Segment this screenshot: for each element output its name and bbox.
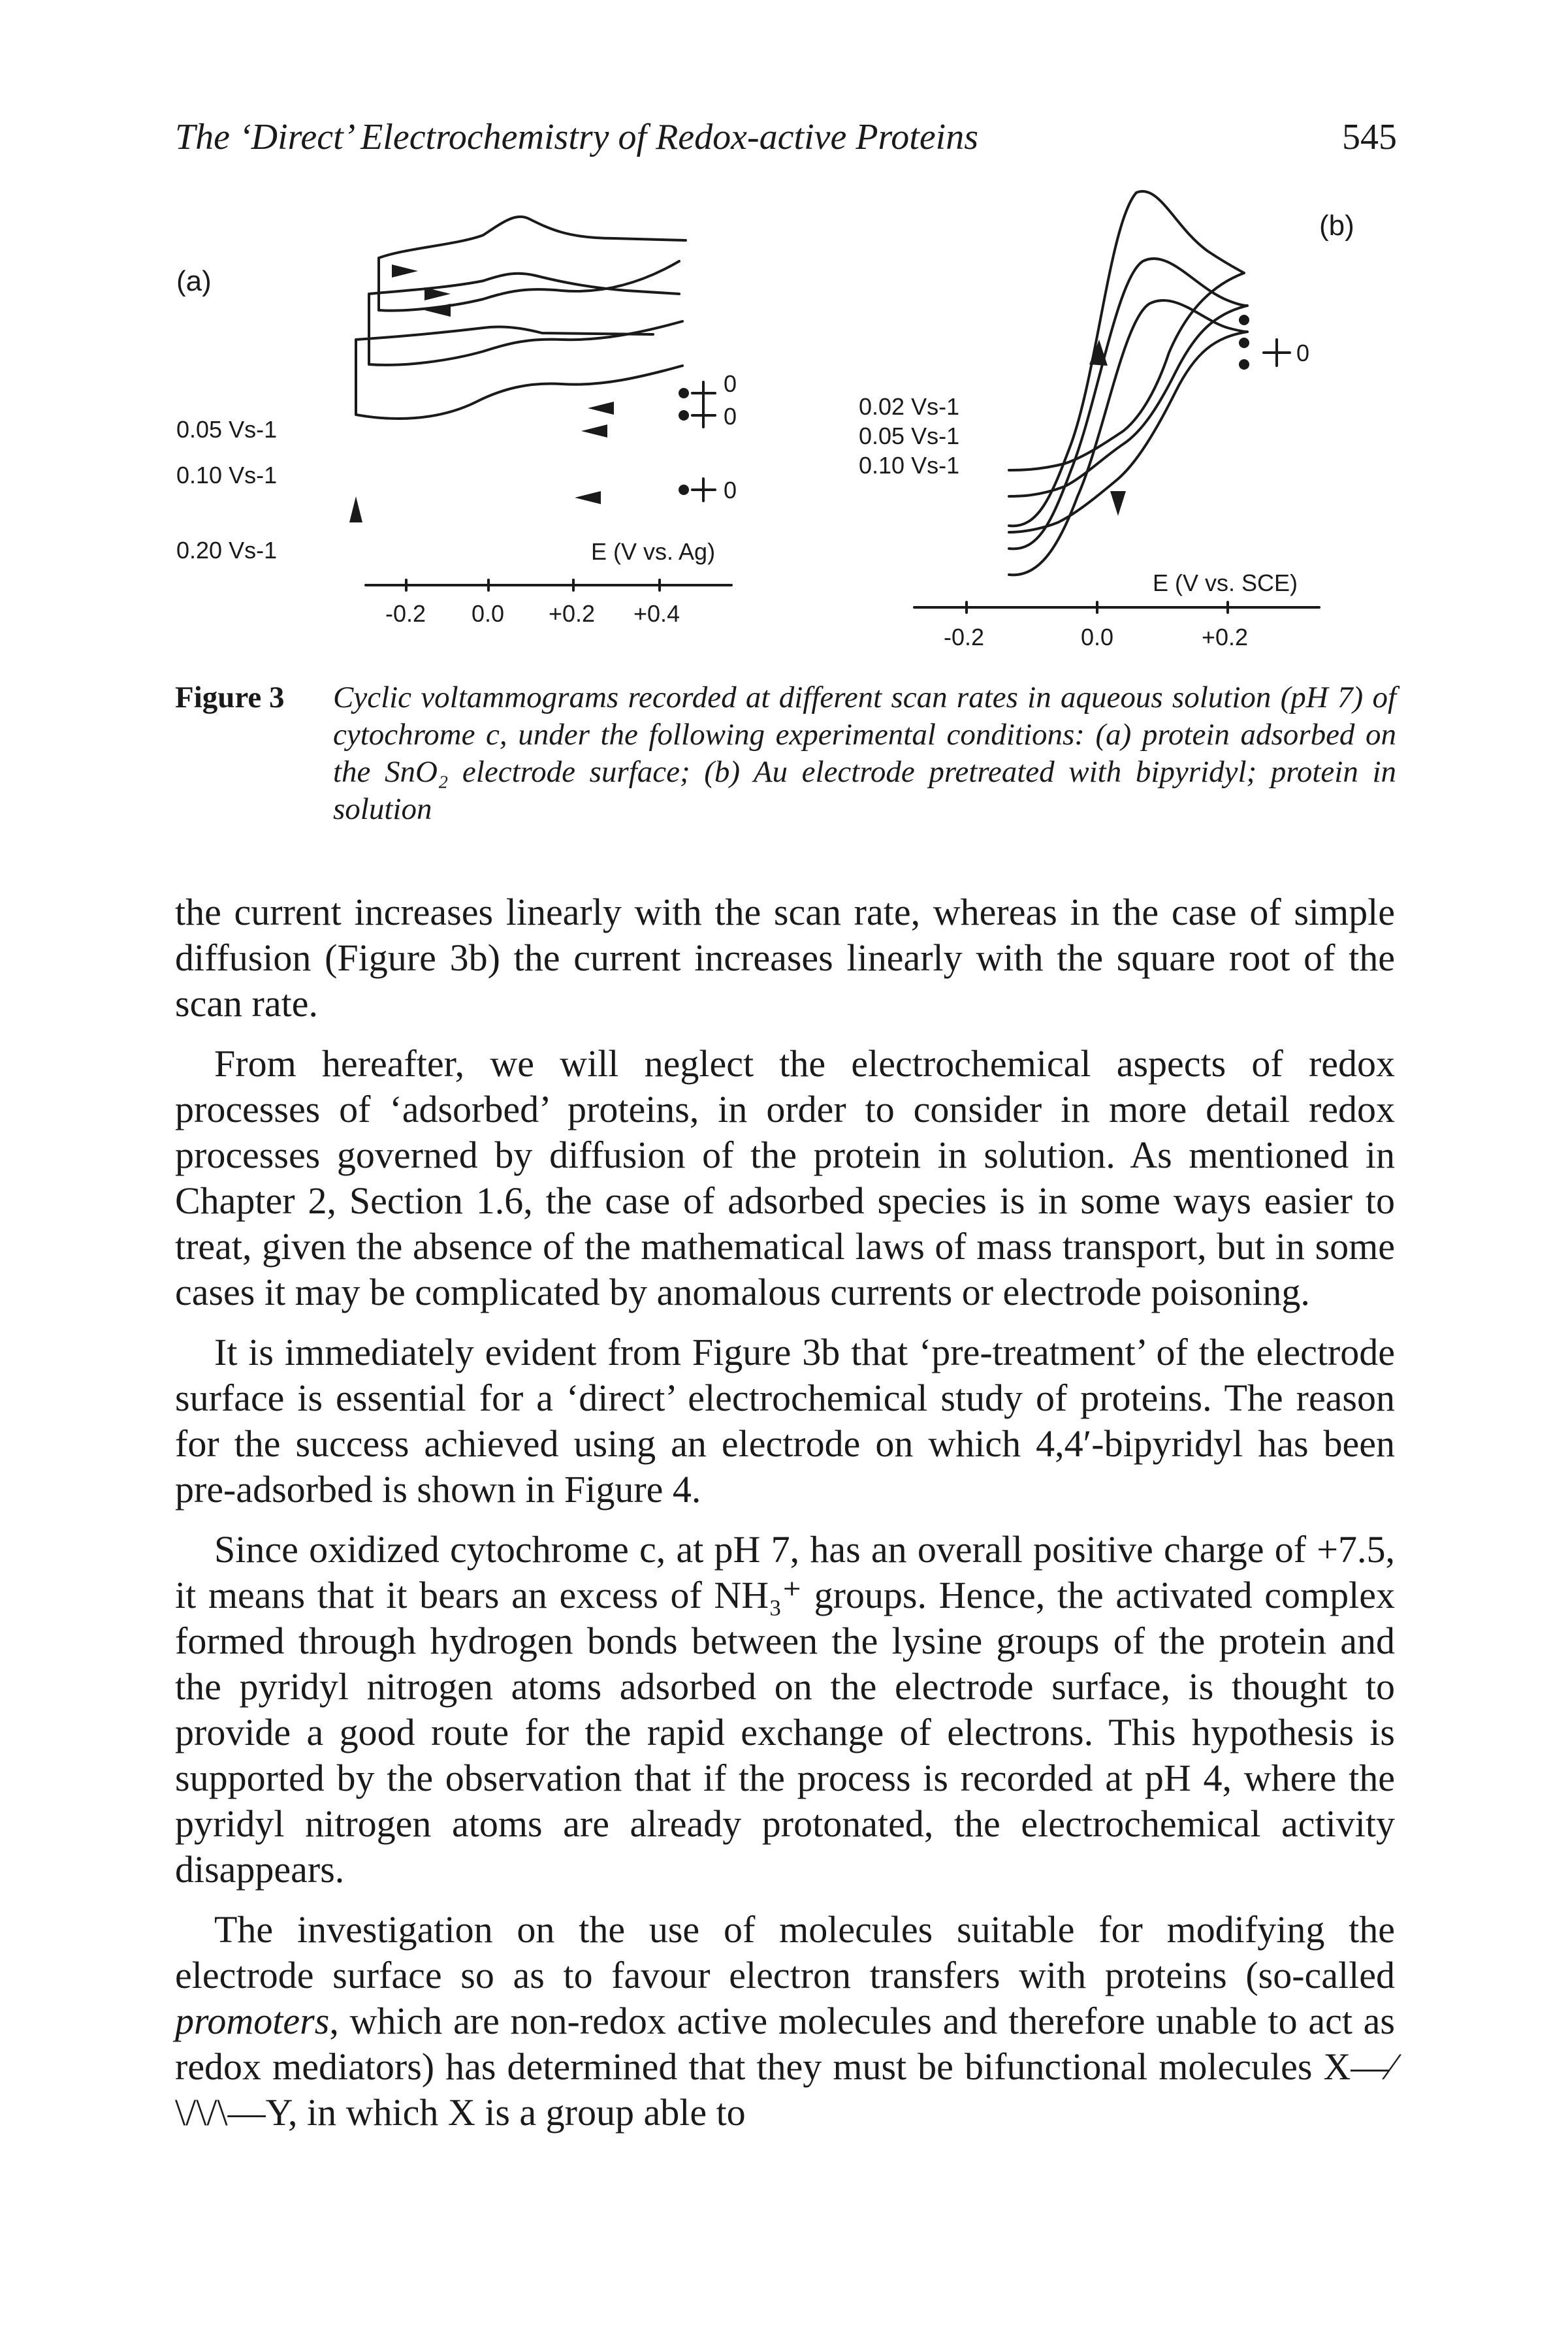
arrow-a-3 (424, 287, 451, 300)
marker-a-2 (679, 410, 689, 421)
panel-a-tick-1: -0.2 (385, 600, 426, 627)
arrow-a-5 (581, 424, 607, 438)
panel-a-rate-label-2: 0.10 Vs-1 (176, 462, 277, 488)
paragraph-5-italic-term: promoters (175, 2000, 330, 2042)
panel-b-tick-1: -0.2 (944, 624, 984, 650)
arrow-a-4 (588, 402, 614, 415)
arrow-a-7 (349, 496, 362, 522)
paragraph-3: It is immediately evident from Figure 3b… (175, 1331, 1395, 1511)
marker-a-1 (679, 388, 689, 398)
running-title: The ‘Direct’ Electrochemistry of Redox-a… (175, 117, 979, 157)
panel-b-cv-002 (1008, 299, 1249, 577)
paragraph-5-part-1: The investigation on the use of molecule… (175, 1908, 1395, 1996)
panel-a-tick-4: +0.4 (633, 600, 680, 627)
panel-b-rate-label-1: 0.02 Vs-1 (859, 393, 959, 420)
body-text: the current increases linearly with the … (175, 889, 1395, 2150)
paragraph-5: The investigation on the use of molecule… (175, 1907, 1395, 2135)
marker-a-3 (679, 485, 689, 495)
panel-b-cv-005 (1008, 257, 1249, 551)
figure-3: (a) 0.05 Vs-1 0.10 Vs-1 0.20 Vs-1 0 0 0 … (0, 157, 1568, 699)
panel-a-axis (364, 579, 733, 592)
panel-a-zero-marks (691, 381, 716, 502)
panel-a-tick-2: 0.0 (472, 600, 504, 627)
caption-label: Figure 3 (175, 680, 285, 714)
panel-a-label: (a) (176, 265, 212, 297)
arrow-a-6 (575, 491, 601, 504)
paragraph-4: Since oxidized cytochrome c, at pH 7, ha… (175, 1528, 1395, 1891)
marker-b-3 (1239, 359, 1249, 370)
panel-b-tick-2: 0.0 (1081, 624, 1113, 650)
panel-a-zero-label-3: 0 (724, 477, 737, 504)
arrow-a-1 (424, 304, 451, 317)
panel-a-tick-3: +0.2 (549, 600, 595, 627)
panel-b-axis-title: E (V vs. SCE) (1153, 569, 1298, 596)
panel-a-zero-label-1: 0 (724, 370, 737, 397)
panel-a-rate-label-3: 0.20 Vs-1 (176, 537, 277, 564)
paragraph-1: the current increases linearly with the … (175, 891, 1395, 1025)
paragraph-5-part-2: , which are non-redox active molecules a… (175, 2000, 1395, 2134)
panel-b-axis (913, 601, 1320, 614)
panel-a-cv-005 (377, 215, 687, 312)
panel-b-rate-label-2: 0.05 Vs-1 (859, 423, 959, 449)
panel-b-curves (1008, 190, 1249, 577)
panel-b-label: (b) (1319, 210, 1354, 242)
page-number: 545 (1342, 117, 1397, 157)
caption-text: Cyclic voltammograms recorded at differe… (333, 680, 1396, 826)
marker-b-1 (1239, 315, 1249, 325)
paragraph-2: From hereafter, we will neglect the elec… (175, 1042, 1395, 1313)
panel-a-zero-label-2: 0 (724, 403, 737, 430)
panel-b-tick-3: +0.2 (1202, 624, 1248, 650)
arrow-b-1 (1089, 340, 1108, 366)
panel-a-rate-label-1: 0.05 Vs-1 (176, 416, 277, 443)
panel-a-axis-title: E (V vs. Ag) (591, 538, 715, 565)
panel-b-zero-label: 0 (1296, 340, 1309, 366)
figure-3-graphic: (a) 0.05 Vs-1 0.10 Vs-1 0.20 Vs-1 0 0 0 … (176, 190, 1354, 650)
figure-caption: Figure 3 Cyclic voltammograms recorded a… (175, 679, 1396, 828)
panel-a-cv-020 (355, 325, 684, 420)
arrow-b-2 (1110, 491, 1126, 516)
panel-b-zero-mark (1262, 338, 1291, 367)
marker-b-2 (1239, 338, 1249, 348)
panel-a-cv-010 (368, 272, 684, 366)
panel-b-rate-label-3: 0.10 Vs-1 (859, 452, 959, 479)
panel-a-curves (355, 215, 687, 420)
panel-b-cv-010 (1008, 190, 1245, 528)
figure-markers (349, 264, 1249, 522)
arrow-a-2 (392, 264, 418, 278)
